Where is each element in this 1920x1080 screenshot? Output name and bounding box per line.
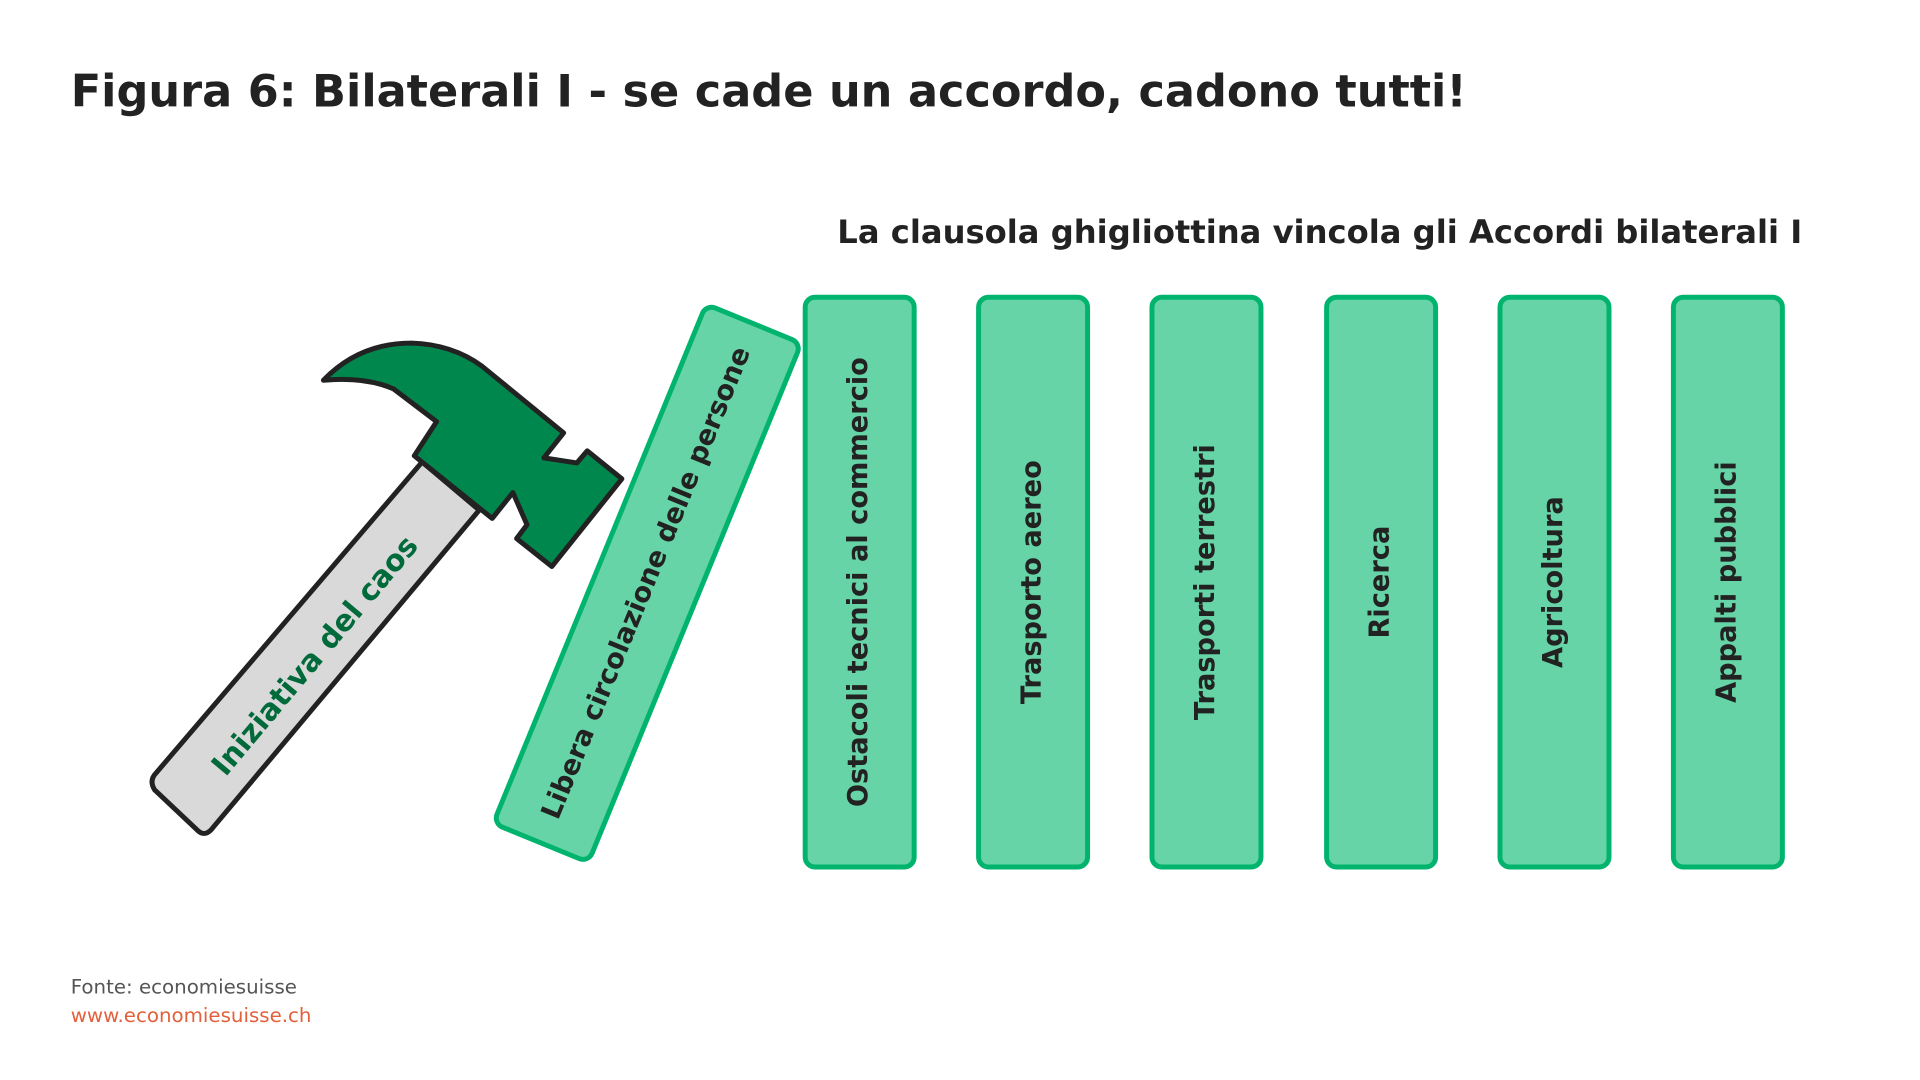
figure-title: Figura 6: Bilaterali I - se cade un acco… (71, 66, 1467, 118)
agreement-block-3: Trasporti terrestri (1149, 294, 1264, 870)
agreement-block-4: Ricerca (1324, 294, 1439, 870)
hammer-head (320, 340, 625, 569)
agreement-label: Ricerca (1365, 526, 1396, 639)
diagram-subtitle: La clausola ghigliottina vincola gli Acc… (837, 213, 1802, 251)
agreement-label: Trasporti terrestri (1190, 444, 1221, 720)
agreement-label: Appalti pubblici (1711, 461, 1742, 703)
agreement-label: Ostacoli tecnici al commercio (843, 357, 874, 807)
agreement-falling: Libera circolazione delle persone (493, 304, 801, 862)
agreement-block (493, 304, 801, 862)
agreement-block-2: Trasporto aereo (976, 294, 1091, 870)
agreement-label: Trasporto aereo (1017, 460, 1048, 704)
agreement-block-1: Ostacoli tecnici al commercio (802, 294, 917, 870)
hammer-label: Iniziativa del caos (205, 529, 426, 783)
agreement-block-5: Agricoltura (1497, 294, 1612, 870)
source-link[interactable]: www.economiesuisse.ch (71, 1004, 312, 1027)
source-note: Fonte: economiesuisse (71, 975, 297, 998)
agreement-label: Libera circolazione delle persone (536, 342, 757, 823)
agreement-label: Agricoltura (1538, 496, 1569, 668)
agreement-block-6: Appalti pubblici (1670, 294, 1785, 870)
